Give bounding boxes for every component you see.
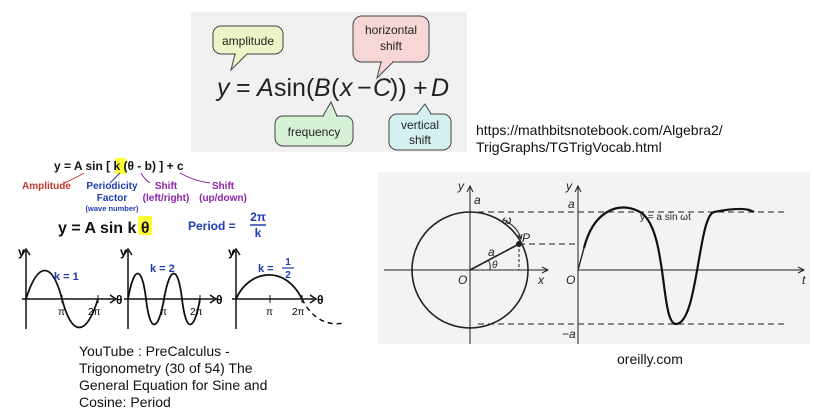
source-url-line-1: https://mathbitsnotebook.com/Algebra2/: [476, 122, 723, 138]
graph3-theta-label: θ: [317, 293, 324, 307]
caption-line-3: General Equation for Sine and: [79, 377, 268, 393]
vertical-shift-bubble: vertical shift: [388, 103, 452, 151]
eq-equals: =: [236, 74, 251, 102]
wave-neg-a-label: −a: [562, 327, 576, 341]
panel3-background: [378, 172, 810, 344]
dashed-guides: [478, 211, 788, 325]
graph3-tick-pi: π: [266, 307, 273, 318]
graph-k-half: y θ k = 1 2 π 2π: [228, 245, 345, 329]
eq-A: A: [255, 74, 274, 102]
caption-oreilly-source: oreilly.com: [617, 351, 683, 367]
period-label: Period =: [188, 219, 236, 233]
graph3-k-den: 2: [285, 270, 291, 281]
label-connectors: [63, 172, 211, 184]
source-url-mathbits: https://mathbitsnotebook.com/Algebra2/ T…: [476, 122, 806, 156]
sine-wave-curve: [582, 206, 755, 326]
vertical-shift-text-1: vertical: [401, 118, 439, 132]
frequency-bubble-text: frequency: [288, 125, 341, 139]
simple-sine-equation: y = A sin k θ: [58, 220, 150, 237]
graph2-tick-2pi: 2π: [190, 307, 203, 318]
theta-label: θ: [492, 260, 498, 271]
graph1-tick-2pi: 2π: [88, 307, 101, 318]
wave-origin-label: O: [566, 273, 575, 287]
caption-line-1: YouTube : PreCalculus -: [79, 343, 230, 359]
label-shift-ud: Shift: [212, 181, 235, 192]
amplitude-bubble-text: amplitude: [222, 34, 274, 48]
graph1-k-label: k = 1: [54, 271, 79, 283]
general-equation: y = A sin( B ( x − C )) + D: [215, 74, 449, 102]
rotating-vector-circle: [384, 184, 550, 344]
graph1-tick-pi: π: [58, 307, 65, 318]
label-periodicity: Periodicity: [86, 181, 138, 192]
omega-label: ω: [502, 213, 511, 227]
label-wave-number: (wave number): [86, 204, 139, 213]
general-eq-text: y = A sin [ k (θ - b) ] + c: [54, 159, 184, 173]
caption-youtube-source: YouTube : PreCalculus - Trigonometry (30…: [79, 343, 319, 411]
eq-y: y: [215, 74, 231, 102]
eq-D: D: [431, 74, 449, 102]
graph2-theta-label: θ: [216, 293, 223, 307]
circle-origin-label: O: [458, 273, 467, 287]
graph3-tick-2pi: 2π: [292, 307, 305, 318]
caption-line-4: Cosine: Period: [79, 394, 171, 410]
eq-sin: sin(: [274, 74, 315, 102]
eq-open-paren: (: [331, 74, 340, 102]
label-factor: Factor: [97, 193, 128, 204]
graph2-y-label: y: [120, 245, 127, 259]
graph-k2: y θ k = 2 π 2π: [120, 245, 223, 329]
graph3-k-label: k =: [258, 263, 274, 275]
graph3-k-num: 1: [285, 257, 291, 268]
eq-plus: +: [413, 74, 428, 102]
radius-a-label: a: [488, 245, 495, 259]
transformation-diagram: amplitude horizontal shift y = A sin( B …: [191, 12, 467, 152]
panel-unit-circle-wave: y a ω P a θ O x y a y = a sin ωt O t −a: [378, 172, 810, 344]
sine-curve-k-half-continuation: [301, 298, 345, 325]
label-amplitude: Amplitude: [22, 181, 71, 192]
circle-y-axis-label: y: [457, 179, 465, 193]
graph1-theta-label: θ: [116, 293, 123, 307]
panel-sine-period: y = A sin [ k (θ - b) ] + c Amplitude Pe…: [14, 155, 354, 335]
wave-y-axis-label: y: [565, 179, 573, 193]
sine-period-diagram: y = A sin [ k (θ - b) ] + c Amplitude Pe…: [18, 158, 345, 329]
graph3-y-label: y: [228, 245, 235, 259]
amplitude-bubble: amplitude: [212, 25, 284, 72]
eq-C: C: [373, 74, 392, 102]
eq-close-parens: )): [390, 74, 407, 102]
period-denominator: k: [255, 226, 262, 240]
horizontal-shift-text-2: shift: [380, 39, 403, 53]
circle-a-top-label: a: [474, 193, 481, 207]
eq-x: x: [339, 74, 354, 102]
wave-a-label: a: [568, 197, 575, 211]
frequency-bubble: frequency: [274, 100, 354, 147]
horizontal-shift-bubble: horizontal shift: [352, 15, 430, 80]
unit-circle-sine-diagram: y a ω P a θ O x y a y = a sin ωt O t −a: [378, 172, 810, 344]
source-url-line-2: TrigGraphs/TGTrigVocab.html: [476, 139, 662, 155]
panel-transformation-vocab: amplitude horizontal shift y = A sin( B …: [191, 12, 467, 152]
circle-x-axis-label: x: [537, 273, 545, 287]
label-left-right: (left/right): [143, 193, 190, 204]
wave-t-axis-label: t: [802, 273, 806, 287]
period-numerator: 2π: [250, 210, 266, 224]
horizontal-shift-text-1: horizontal: [365, 23, 417, 37]
graph2-tick-pi: π: [160, 307, 167, 318]
graph1-y-label: y: [18, 245, 25, 259]
sine-curve-k-half: [235, 274, 303, 300]
eq-minus: −: [357, 74, 372, 102]
wave-axes: [574, 184, 806, 344]
caption-line-2: Trigonometry (30 of 54) The: [79, 360, 253, 376]
label-shift-lr: Shift: [155, 181, 178, 192]
general-sine-equation: y = A sin [ k (θ - b) ] + c: [54, 158, 184, 174]
wave-equation-label: y = a sin ωt: [640, 212, 691, 223]
eq-B: B: [314, 74, 331, 102]
k-highlight-2: [138, 216, 152, 235]
graph2-k-label: k = 2: [150, 263, 175, 275]
graph-k1: y θ k = 1 π 2π: [18, 245, 123, 329]
k-highlight: [115, 158, 126, 174]
label-up-down: (up/down): [199, 193, 247, 204]
vertical-shift-text-2: shift: [409, 133, 432, 147]
point-P-label: P: [522, 231, 530, 245]
